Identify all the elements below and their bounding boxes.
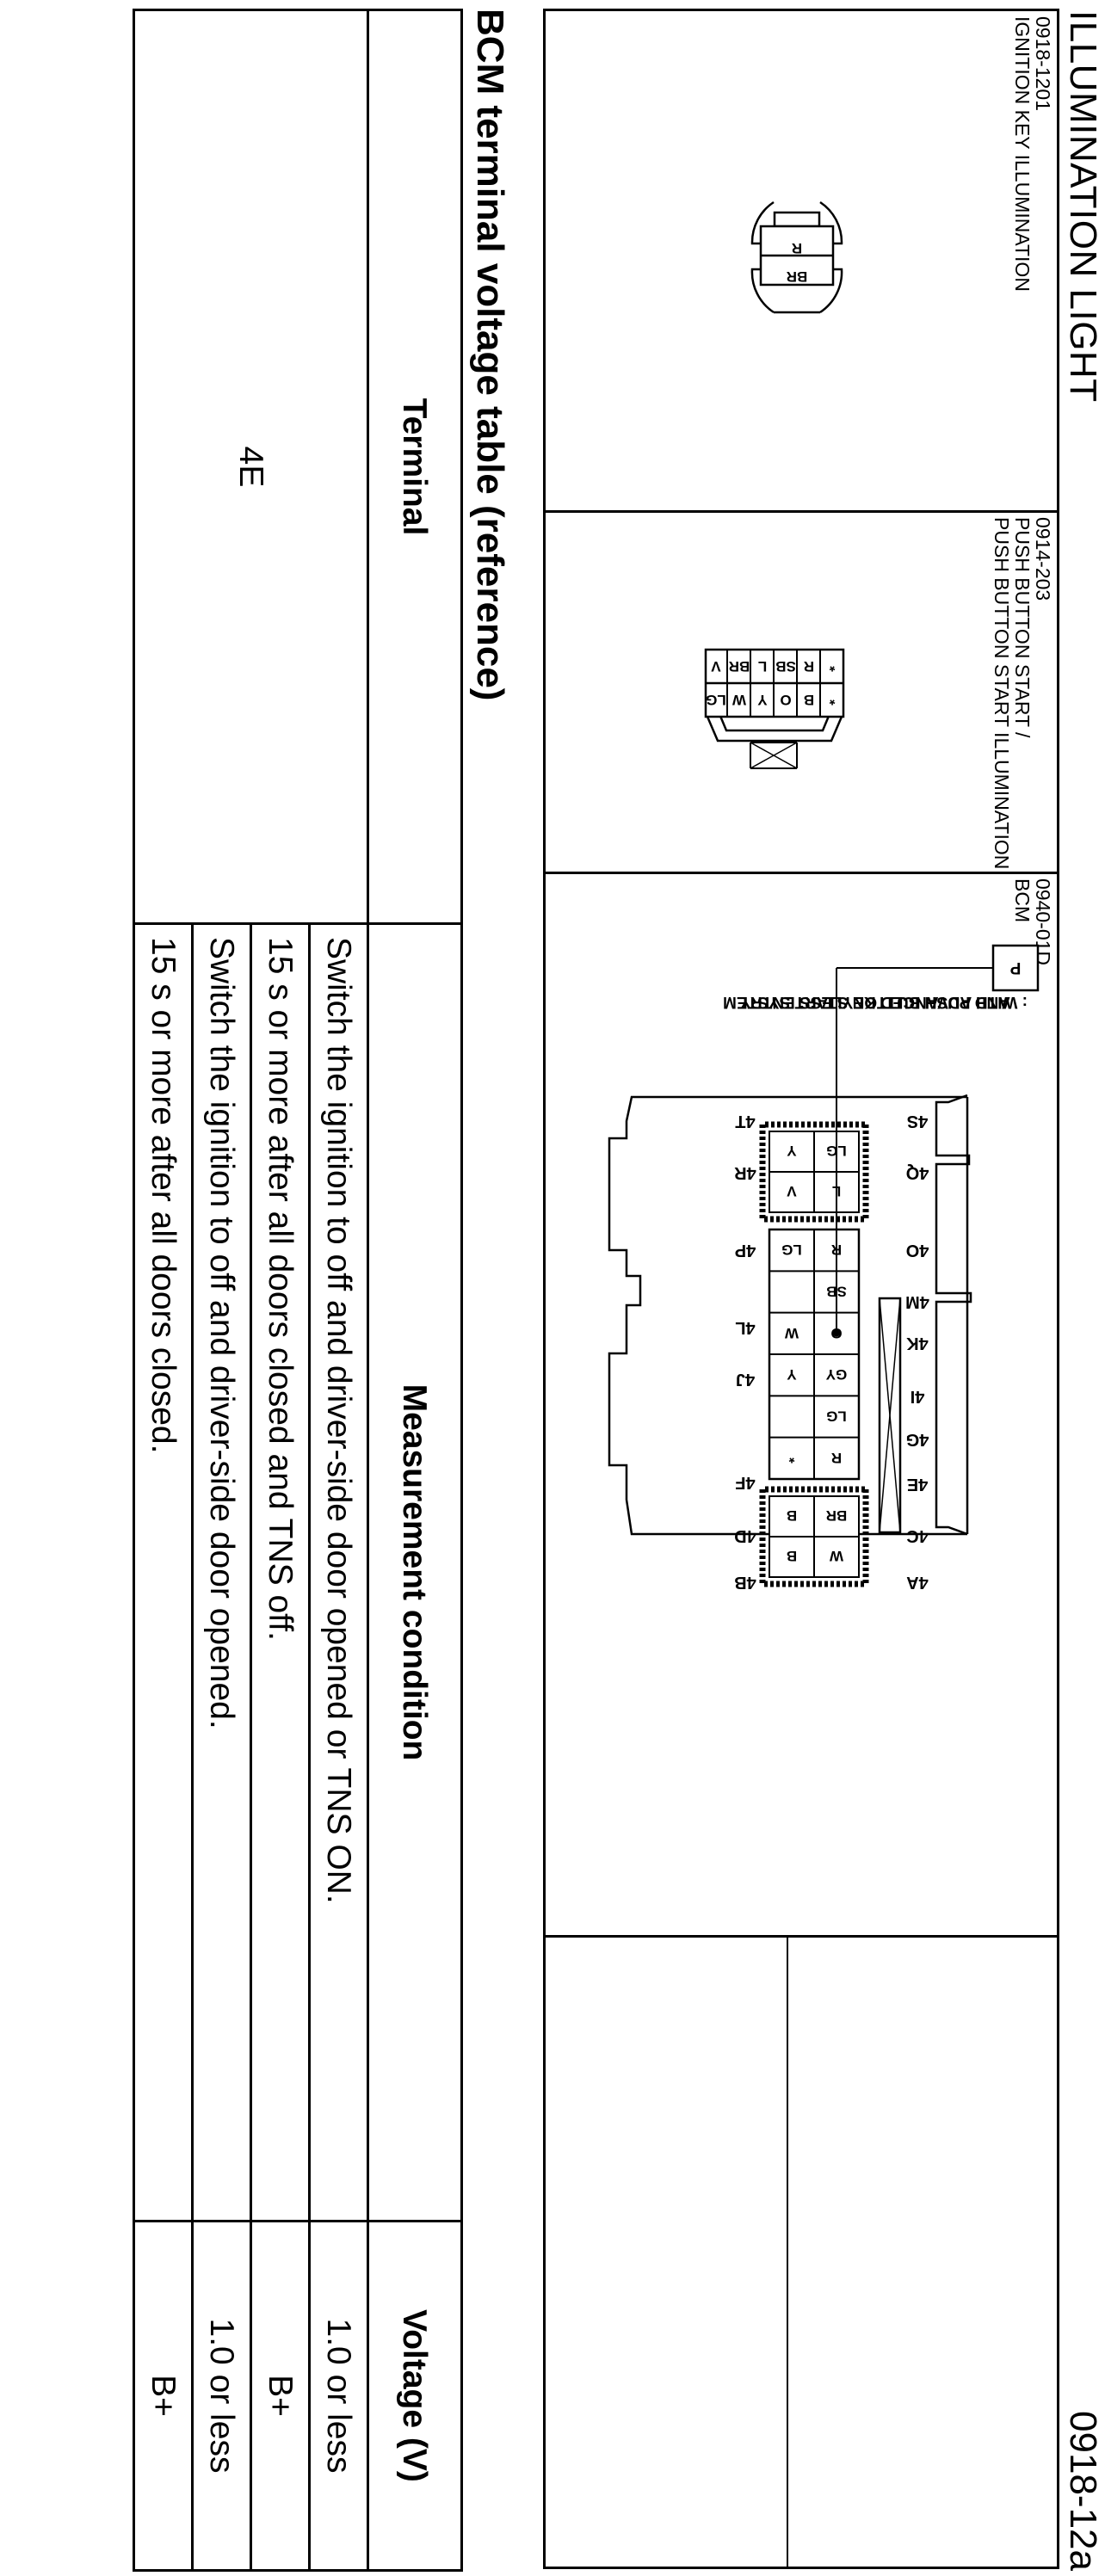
connector-2-pin: LG [706,692,726,708]
bcm-pin: L [832,1183,841,1199]
bcm-terminal-number: 4L [735,1318,755,1337]
connector-2-pin: V [711,658,721,675]
bcm-terminal-number: 4K [906,1334,929,1353]
connector-2-pin: W [732,692,746,708]
bcm-pin: GY [825,1366,847,1383]
table-row: 4E Switch the ignition to off and driver… [133,9,368,2571]
condition-cell: Switch the ignition to off and driver-si… [192,923,251,2222]
ignition-key-connector: R BR [750,200,843,314]
connector-frame: 0918-1201 IGNITION KEY ILLUMINATION R BR… [543,9,1059,2569]
bcm-terminal-number: 4F [735,1473,755,1492]
page-number: 0918-12a [1062,2411,1104,2571]
bcm-pin: W [784,1325,799,1341]
bcm-terminal-number: 4M [905,1292,929,1311]
voltage-cell: 1.0 or less [309,2221,368,2571]
bcm-terminal-number: 4G [906,1430,929,1449]
connector-1-pin: BR [787,268,808,285]
bcm-terminal-number: 4A [906,1573,929,1592]
bcm-pin: Y [787,1366,797,1383]
voltage-cell: 1.0 or less [192,2221,251,2571]
bcm-terminal-number: 4R [734,1163,756,1182]
voltage-cell: B+ [250,2221,310,2571]
bcm-pin: B [787,1507,797,1524]
voltage-table: Terminal Measurement condition Voltage (… [133,9,463,2572]
bcm-terminal-number: 4Q [906,1163,929,1182]
bcm-pin: V [787,1183,797,1199]
connector-2-pin: * [829,692,835,708]
bcm-terminal-number: 4D [734,1526,756,1545]
connector-1-pin: R [792,240,802,256]
terminal-cell: 4E [133,9,368,924]
bcm-pin: W [829,1548,843,1564]
bcm-pin: R [831,1450,842,1466]
connector-2-pin: B [804,692,814,708]
bcm-terminal-number: 4B [734,1573,756,1592]
voltage-table-title: BCM terminal voltage table (reference) [469,9,511,701]
condition-cell: 15 s or more after all doors closed. [133,923,193,2222]
bcm-terminal-number: 4J [736,1370,755,1389]
connector-2-pin: Y [757,692,768,708]
cell-divider [546,1935,1057,1938]
table-header: Terminal [367,9,462,924]
bcm-pin: BR [826,1507,848,1524]
voltage-cell: B+ [133,2221,193,2571]
bcm-terminal-number: 4C [906,1526,929,1545]
bcm-connector: P : WITH ADVANCED KEYLESS ENTRY AND PUSH… [608,944,1040,1592]
table-header-row: Terminal Measurement condition Voltage (… [367,9,462,2571]
connector-2-pin: * [829,658,835,675]
connector-2-pin: SB [775,658,796,675]
bcm-pin: SB [826,1284,847,1300]
bcm-pin: LG [781,1242,802,1258]
note-badge: P [1009,958,1021,977]
note-line: : WITH ADVANCED KEYLESS ENTRY [740,993,1028,1011]
bcm-pin: R [831,1242,842,1258]
table-header: Measurement condition [367,923,462,2222]
note-line: AND PUSH BUTTON START SYSTEM [723,993,1010,1011]
connector-2-pin: O [780,692,791,708]
connector-2-pin: L [758,658,767,675]
page-title: ILLUMINATION LIGHT [1062,10,1104,403]
bcm-pin: LG [826,1408,847,1425]
bcm-pin: * [788,1450,794,1466]
condition-cell: Switch the ignition to off and driver-si… [309,923,368,2222]
connector-2-pin: R [804,658,814,675]
cell-divider [787,1935,788,2567]
condition-cell: 15 s or more after all doors closed and … [250,923,310,2222]
bcm-pin: LG [826,1143,847,1159]
connector-2-pin: BR [729,658,750,675]
bcm-terminal-number: 4I [911,1387,925,1406]
bcm-terminal-number: 4O [906,1241,929,1260]
bcm-pin: O [830,1325,842,1341]
bcm-terminal-number: 4E [907,1475,928,1494]
bcm-terminal-number: 4P [735,1241,756,1260]
table-header: Voltage (V) [367,2221,462,2571]
bcm-terminal-number: 4T [735,1112,755,1131]
bcm-pin: Y [787,1143,797,1159]
bcm-terminal-number: 4S [907,1112,928,1131]
bcm-pin: B [787,1548,797,1564]
